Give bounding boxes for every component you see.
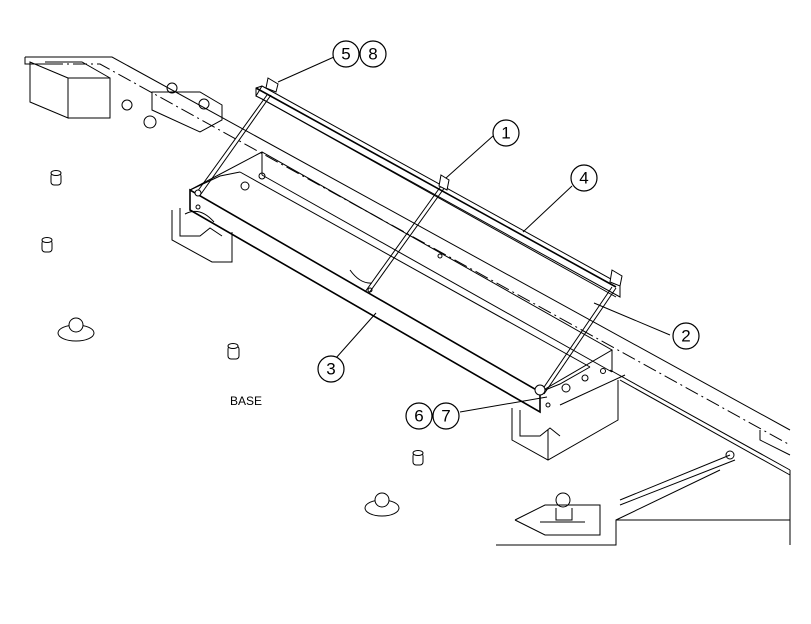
stud-icon [50,170,62,186]
base-fasteners [41,170,424,517]
callout-2: 2 [672,322,700,350]
angle-bar [255,85,621,298]
channel-tray [189,151,614,414]
callout-label: 8 [368,45,377,64]
wing-nut-icon [265,77,279,93]
callout-6-7: 6 7 [405,402,460,430]
callout-1: 1 [492,119,520,147]
callout-7: 7 [432,402,460,430]
base-label: BASE [230,394,262,408]
callout-label: 4 [579,169,588,188]
knob-icon [364,492,400,517]
callout-4: 4 [570,164,598,192]
callout-label: 2 [681,327,690,346]
callout-label: 5 [341,45,350,64]
callout-5-8: 5 8 [332,40,387,68]
callout-6: 6 [405,402,433,430]
callout-5: 5 [332,40,360,68]
stud-icon [412,450,424,466]
callout-label: 7 [441,407,450,426]
knob-icon [57,317,95,342]
base-frame [24,56,791,546]
wing-nuts [194,77,623,396]
stud-icon [227,343,240,360]
callout-label: 3 [326,360,335,379]
leader-lines [277,56,671,413]
callout-label: 6 [414,407,423,426]
callout-3: 3 [317,355,345,383]
stud-icon [41,237,53,253]
callout-8: 8 [359,40,387,68]
mounting-blocks [171,208,626,461]
callout-label: 1 [501,124,510,143]
support-rods [196,94,617,395]
wing-nut-icon [609,269,623,287]
